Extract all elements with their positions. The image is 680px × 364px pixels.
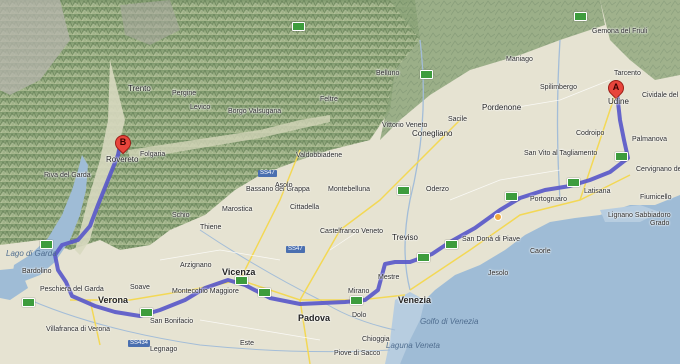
label-soave: Soave	[130, 284, 150, 291]
label-villafranca: Villafranca di Verona	[46, 326, 111, 333]
label-treviso: Treviso	[392, 233, 418, 242]
road-shield	[350, 296, 363, 305]
label-latisana: Latisana	[584, 188, 611, 195]
label-peschiera: Peschiera del Garda	[40, 286, 104, 293]
label-cervignano: Cervignano del Friuli	[636, 166, 680, 173]
label-monfalcone: Fiumicello	[640, 194, 672, 201]
road-shield	[397, 186, 410, 195]
label-cortina: Spilimbergo	[540, 84, 577, 91]
road-shield	[505, 192, 518, 201]
label-tarcento: Tarcento	[614, 70, 641, 77]
label-piove: Piove di Sacco	[334, 350, 381, 357]
label-schio: Schio	[172, 212, 190, 219]
label-lago: Lago di Garda	[6, 249, 57, 258]
road-shield	[445, 240, 458, 249]
road-shield	[615, 152, 628, 161]
label-sanvito: San Vito al Tagliamento	[524, 150, 598, 157]
label-mirano: Mirano	[348, 288, 370, 295]
road-shield	[22, 298, 35, 307]
label-cividale: Cividale del Friuli	[642, 92, 680, 99]
label-sanbonifacio: San Bonifacio	[150, 318, 194, 325]
label-trento: Trento	[128, 84, 151, 93]
label-dolo: Dolo	[352, 312, 367, 319]
prealps-terrain	[380, 0, 605, 140]
label-codroipo: Codroipo	[576, 130, 605, 137]
label-vittorio: Vittorio Veneto	[382, 122, 428, 129]
label-montecchio: Montecchio Maggiore	[172, 288, 239, 295]
road-label-ss434: SS434	[128, 340, 151, 347]
label-asolo: Asolo	[275, 182, 293, 189]
label-lignano: Lignano Sabbiadoro	[608, 212, 671, 219]
label-feltre: Feltre	[320, 96, 338, 103]
label-bardolino: Bardolino	[22, 268, 52, 275]
label-conegliano: Conegliano	[412, 129, 453, 138]
label-verona: Verona	[98, 295, 129, 305]
marker-b[interactable]: B	[111, 131, 135, 155]
label-palmanova: Palmanova	[632, 136, 668, 143]
route-line	[53, 91, 630, 318]
label-rovereto: Rovereto	[106, 155, 139, 164]
label-montebelluna: Montebelluna	[328, 186, 371, 193]
label-este: Este	[240, 340, 255, 347]
road-label-ss47: SS47	[258, 170, 277, 177]
road-shield	[417, 253, 430, 262]
label-belluno: Belluno	[376, 70, 400, 77]
road-shield	[420, 70, 433, 79]
label-caorle: Caorle	[530, 248, 551, 255]
road-shield	[258, 288, 271, 297]
road-shield	[574, 12, 587, 21]
label-arzignano: Arzignano	[180, 262, 212, 269]
marker-b-label: B	[119, 137, 127, 147]
marker-a[interactable]: A	[604, 76, 628, 100]
label-sacile: Sacile	[448, 116, 468, 123]
label-riva: Riva del Garda	[44, 172, 91, 179]
label-pordenone: Pordenone	[482, 103, 522, 112]
label-oderzo: Oderzo	[426, 186, 449, 193]
label-levico: Levico	[190, 104, 211, 111]
label-borgo: Borgo Valsugana	[228, 108, 282, 115]
label-sandona: San Donà di Piave	[462, 236, 520, 243]
road-shield	[292, 22, 305, 31]
road-shield	[567, 178, 580, 187]
label-grado: Grado	[650, 220, 670, 227]
label-laguna: Laguna Veneta	[386, 341, 440, 350]
label-chioggia: Chioggia	[362, 336, 390, 343]
label-maniago: Maniago	[506, 56, 533, 63]
label-padova: Padova	[298, 313, 331, 323]
label-valdobbiadene: Valdobbiadene	[296, 152, 343, 159]
place-dot	[494, 213, 502, 221]
road-shield	[40, 240, 53, 249]
label-pergine: Pergine	[172, 90, 197, 97]
road-shield	[235, 276, 248, 285]
label-portogruaro: Portogruaro	[530, 196, 567, 203]
road-label-ss47-south: SS47	[286, 246, 305, 253]
label-thiene: Thiene	[200, 224, 222, 231]
label-castelfranco: Castelfranco Veneto	[320, 228, 384, 235]
marker-a-label: A	[612, 82, 620, 92]
label-marostica: Marostica	[222, 206, 253, 213]
label-bassano: Bassano del Grappa	[246, 186, 310, 193]
label-golfo: Golfo di Venezia	[420, 317, 479, 326]
label-gemona: Gemona del Friuli	[592, 28, 648, 35]
label-legnago: Legnago	[150, 346, 178, 353]
label-jesolo: Jesolo	[488, 270, 509, 277]
label-udine: Udine	[608, 97, 629, 106]
label-folgaria: Folgaria	[140, 151, 166, 158]
venice-lagoon	[385, 292, 425, 364]
adriatic-sea	[400, 195, 680, 364]
road-shield	[140, 308, 153, 317]
label-mestre: Mestre	[378, 274, 400, 281]
label-vicenza: Vicenza	[222, 267, 256, 277]
label-venezia: Venezia	[398, 295, 432, 305]
label-cittadella: Cittadella	[290, 204, 320, 211]
